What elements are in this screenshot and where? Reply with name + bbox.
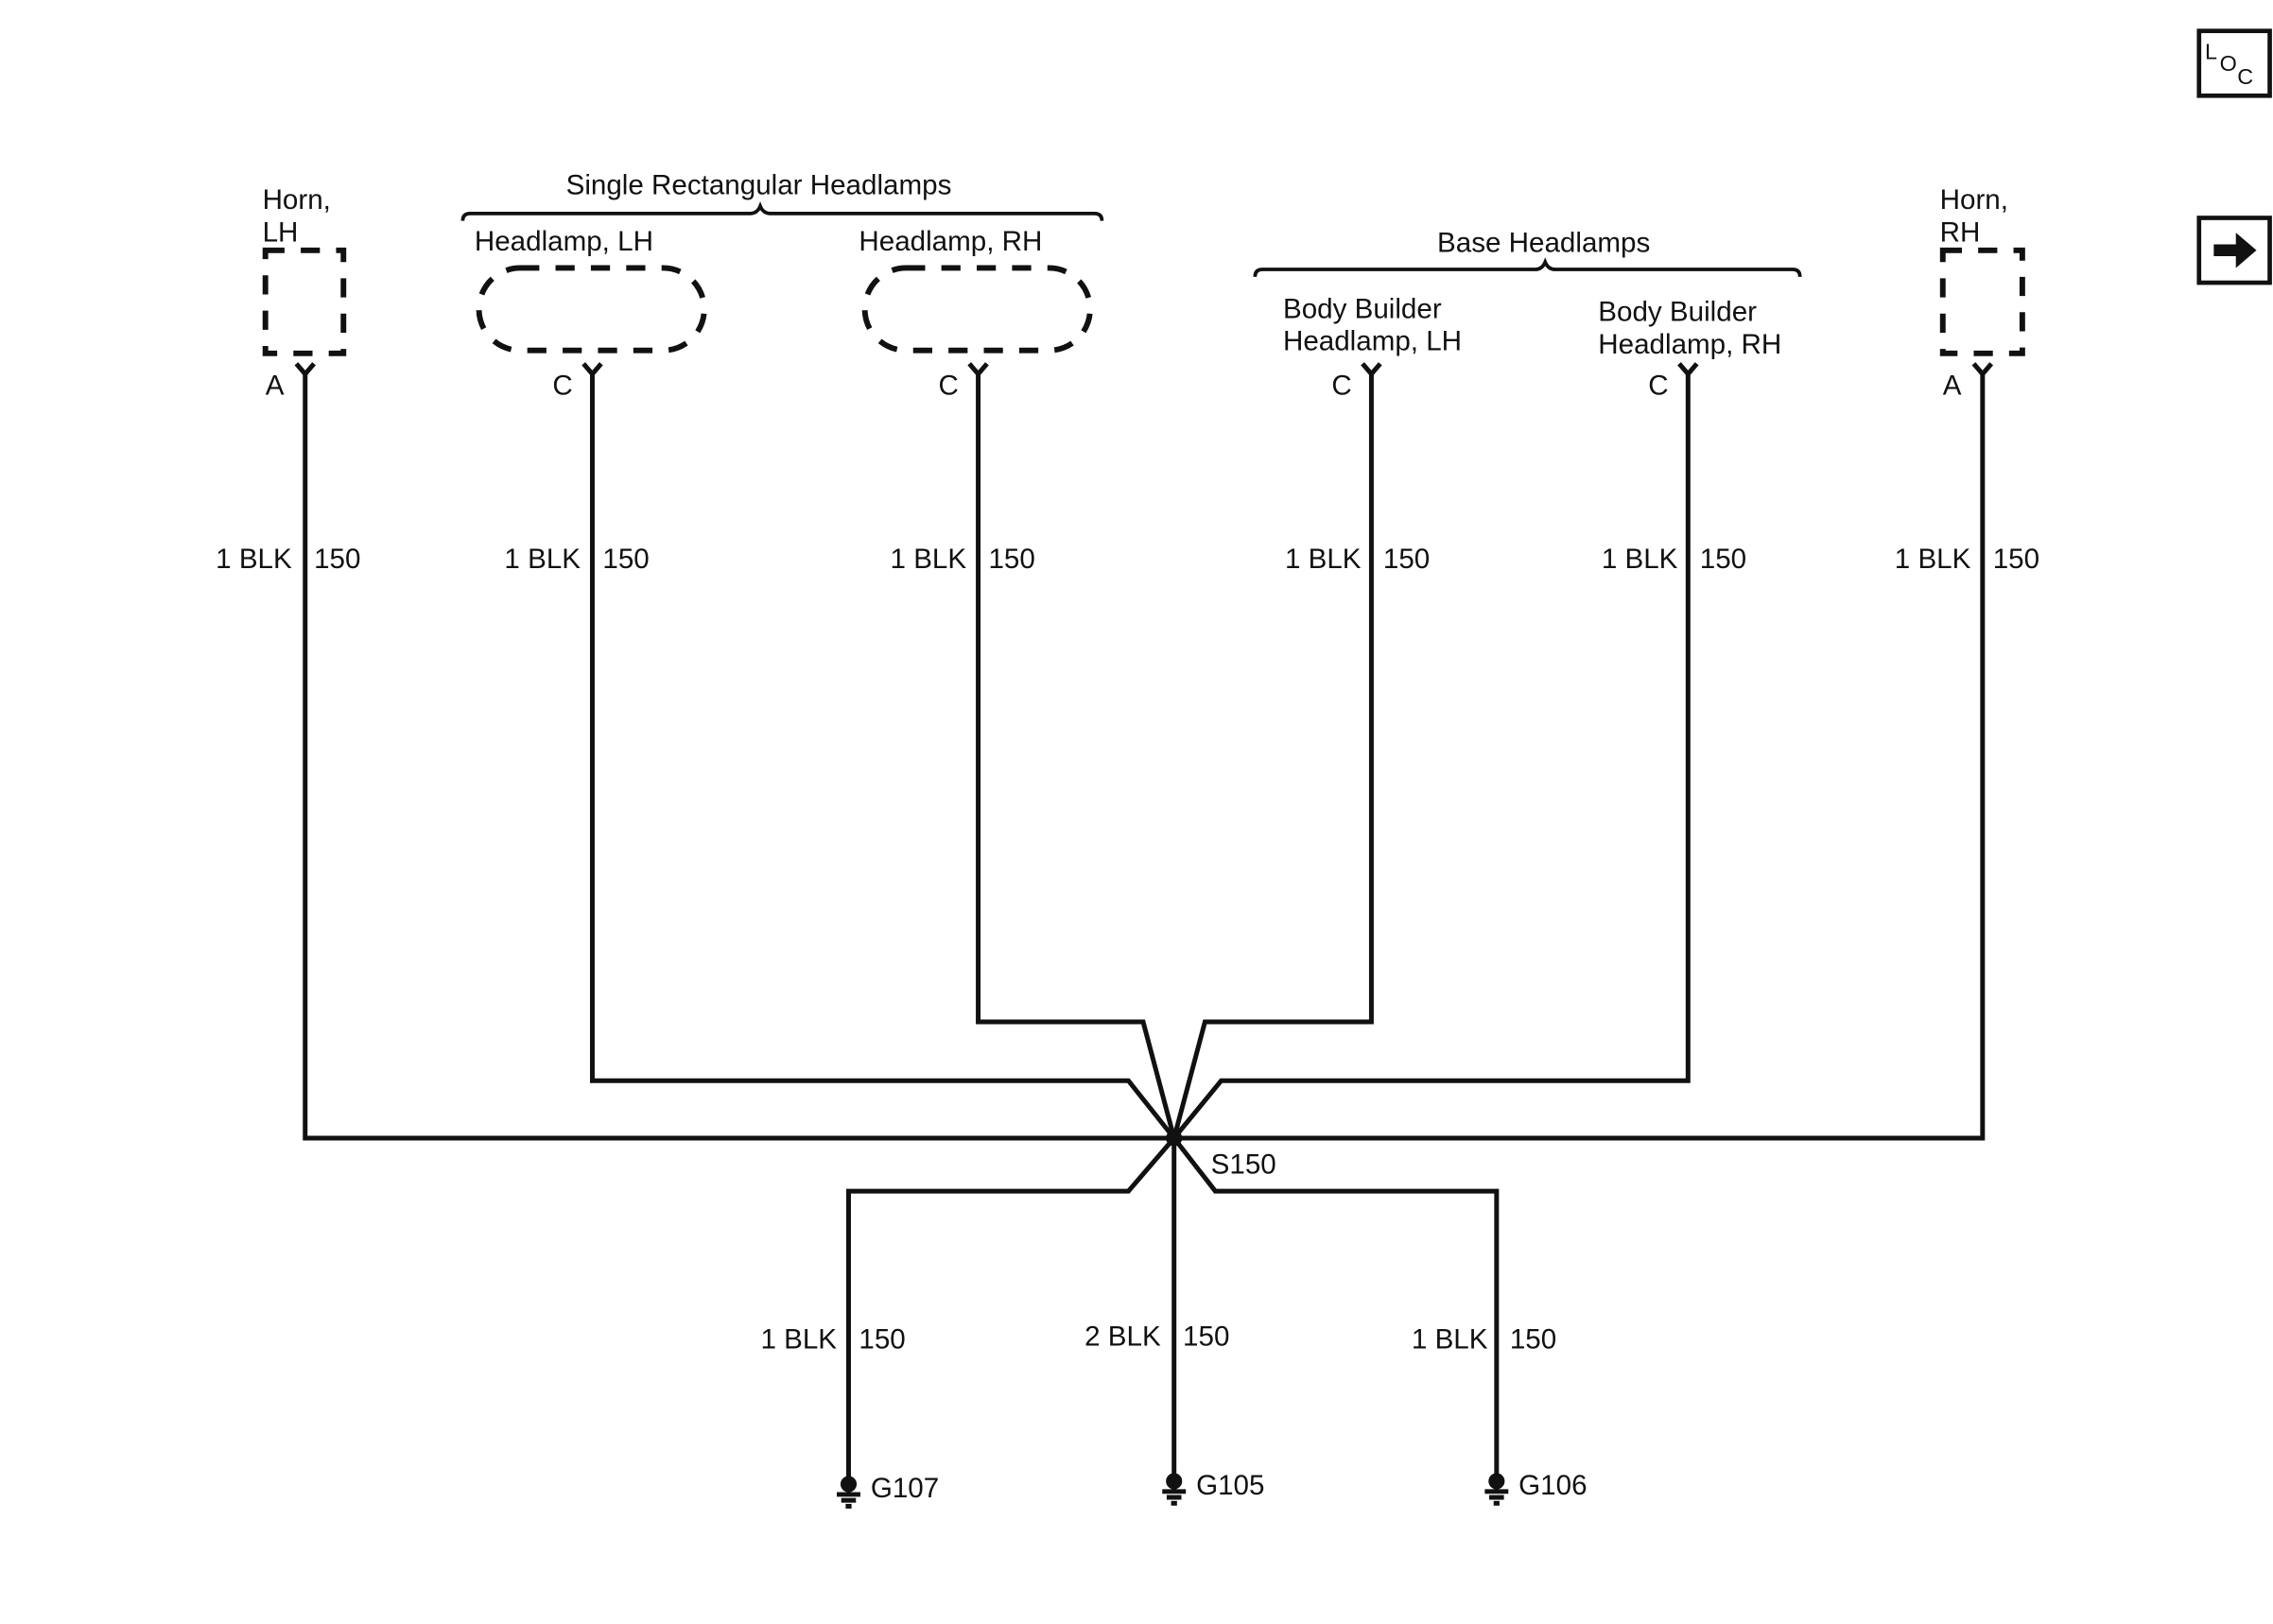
connector-terminals bbox=[294, 362, 1994, 378]
ground-g106: G106 bbox=[1484, 1470, 1588, 1506]
wire-headlamp-rh bbox=[976, 373, 1177, 1139]
headlamp-rh-pin: C bbox=[939, 370, 959, 401]
svg-text:150: 150 bbox=[1183, 1322, 1229, 1353]
group-label-base: Base Headlamps bbox=[1437, 227, 1650, 258]
bb-headlamp-lh-label: Body Builder bbox=[1283, 293, 1442, 324]
wire-to-g107 bbox=[846, 1136, 1176, 1491]
single-rectangular-headlamps-group: Single Rectangular Headlamps bbox=[460, 170, 1104, 221]
svg-text:2 BLK: 2 BLK bbox=[1084, 1322, 1161, 1353]
arrow-right-icon[interactable] bbox=[2196, 216, 2272, 285]
svg-text:RH: RH bbox=[1940, 216, 1981, 248]
svg-text:150: 150 bbox=[1700, 544, 1746, 575]
wire-horn-rh bbox=[1173, 373, 1986, 1141]
location-icon[interactable]: L O C bbox=[2196, 28, 2272, 98]
svg-text:C: C bbox=[2237, 64, 2253, 89]
headlamp-lh-pin: C bbox=[552, 370, 572, 401]
svg-text:Headlamp, RH: Headlamp, RH bbox=[1598, 329, 1781, 360]
svg-text:150: 150 bbox=[859, 1324, 905, 1356]
body-builder-headlamp-lh: Body Builder Headlamp, LH C bbox=[1283, 293, 1462, 401]
wire-bb-headlamp-rh bbox=[1171, 373, 1691, 1140]
horn-rh-label: Horn, bbox=[1940, 184, 2008, 216]
svg-text:1 BLK: 1 BLK bbox=[1895, 544, 1971, 575]
wires bbox=[303, 373, 1986, 1491]
wire-labels: 1 BLK 150 1 BLK 150 1 BLK 150 1 BLK 150 … bbox=[216, 544, 2039, 1356]
horn-lh-pin: A bbox=[266, 370, 285, 401]
body-builder-headlamp-rh: Body Builder Headlamp, RH C bbox=[1598, 297, 1781, 402]
horn-rh: Horn, RH A bbox=[1940, 184, 2025, 401]
svg-text:150: 150 bbox=[988, 544, 1034, 575]
splice-label: S150 bbox=[1211, 1149, 1276, 1180]
horn-rh-pin: A bbox=[1943, 370, 1962, 401]
svg-text:1 BLK: 1 BLK bbox=[1412, 1324, 1488, 1356]
ground-label-g107: G107 bbox=[871, 1473, 939, 1504]
headlamp-lh: Headlamp, LH C bbox=[475, 226, 707, 401]
svg-text:LH: LH bbox=[263, 216, 299, 248]
svg-text:150: 150 bbox=[1383, 544, 1430, 575]
headlamp-rh: Headlamp, RH C bbox=[859, 226, 1093, 401]
horn-lh: Horn, LH A bbox=[263, 184, 347, 401]
headlamp-rh-label: Headlamp, RH bbox=[859, 226, 1042, 257]
svg-text:1 BLK: 1 BLK bbox=[1285, 544, 1362, 575]
svg-text:O: O bbox=[2220, 51, 2237, 76]
svg-text:1 BLK: 1 BLK bbox=[216, 544, 292, 575]
ground-label-g105: G105 bbox=[1196, 1470, 1264, 1501]
ground-g107: G107 bbox=[837, 1473, 939, 1509]
wire-to-g106 bbox=[1171, 1136, 1500, 1491]
svg-text:150: 150 bbox=[602, 544, 649, 575]
svg-text:L: L bbox=[2205, 39, 2217, 63]
bb-headlamp-lh-pin: C bbox=[1331, 370, 1351, 401]
group-label-single-rect: Single Rectangular Headlamps bbox=[566, 170, 952, 201]
bb-headlamp-rh-pin: C bbox=[1648, 370, 1668, 401]
headlamp-lh-label: Headlamp, LH bbox=[475, 226, 653, 257]
svg-text:1 BLK: 1 BLK bbox=[891, 544, 967, 575]
svg-text:1 BLK: 1 BLK bbox=[504, 544, 581, 575]
horn-lh-label: Horn, bbox=[263, 184, 331, 216]
svg-text:1 BLK: 1 BLK bbox=[760, 1324, 837, 1356]
ground-g105: G105 bbox=[1162, 1470, 1264, 1506]
svg-text:150: 150 bbox=[1993, 544, 2039, 575]
base-headlamps-group: Base Headlamps bbox=[1253, 227, 1802, 277]
wire-headlamp-lh bbox=[589, 373, 1176, 1140]
svg-text:Headlamp, LH: Headlamp, LH bbox=[1283, 326, 1462, 357]
svg-text:150: 150 bbox=[1510, 1324, 1556, 1356]
wire-bb-headlamp-lh bbox=[1171, 373, 1374, 1139]
bb-headlamp-rh-label: Body Builder bbox=[1598, 297, 1757, 328]
ground-label-g106: G106 bbox=[1518, 1470, 1587, 1501]
wire-horn-lh bbox=[303, 373, 1174, 1141]
svg-text:1 BLK: 1 BLK bbox=[1602, 544, 1678, 575]
splice-s150: S150 bbox=[1166, 1130, 1276, 1180]
svg-text:150: 150 bbox=[314, 544, 360, 575]
